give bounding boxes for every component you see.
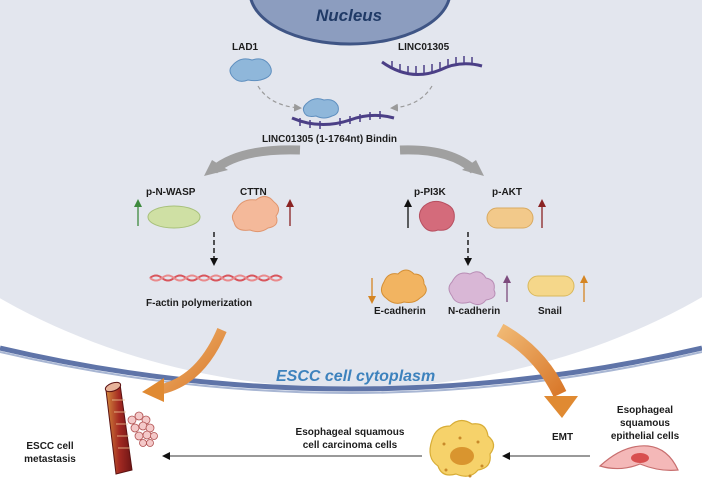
cttn-protein	[231, 196, 280, 233]
blood-vessel	[104, 381, 133, 475]
snail-label: Snail	[538, 306, 562, 317]
metastatic-cell-cluster	[127, 411, 158, 447]
pnwasp-protein	[147, 205, 201, 229]
lad1-linc-complex	[291, 98, 395, 129]
factin-filament	[149, 274, 283, 282]
cell-membrane	[0, 345, 702, 392]
pi3k-protein	[418, 200, 455, 232]
binding-label: LINC01305 (1-1764nt) Bindin	[262, 134, 398, 145]
carcinoma-label: Esophageal squamous cell carcinoma cells	[295, 427, 405, 451]
lad1-protein	[229, 58, 272, 82]
pi3k-label: p-PI3K	[414, 187, 446, 198]
nucleus	[249, 0, 451, 46]
ecadherin-label: E-cadherin	[374, 306, 426, 317]
linc-binding-arrow	[390, 85, 433, 112]
factin-label: F-actin polymerization	[146, 298, 253, 309]
lad1-binding-arrow	[257, 85, 302, 112]
ncadherin-to-emt-arrow	[496, 323, 567, 398]
cttn-label: CTTN	[240, 187, 267, 198]
snail-protein	[527, 275, 575, 297]
linc01305-label: LINC01305	[398, 42, 450, 53]
cytoplasm-label: ESCC cell cytoplasm	[276, 368, 436, 385]
emt-label: EMT	[552, 432, 574, 443]
ncadherin-protein	[448, 271, 496, 306]
akt-label: p-AKT	[492, 187, 522, 198]
pnwasp-label: p-N-WASP	[146, 187, 196, 198]
metastasis-label: ESCC cell metastasis	[24, 441, 76, 465]
ncadherin-label: N-cadherin	[448, 306, 501, 317]
akt-protein	[486, 207, 534, 229]
epithelial-label: Esophageal squamous epithelial cells	[610, 405, 680, 442]
lad1-label: LAD1	[232, 42, 259, 53]
cytoplasm-region	[0, 0, 702, 388]
factin-to-metastasis-arrow	[156, 328, 227, 395]
linc01305-rna	[381, 56, 483, 76]
nucleus-label: Nucleus	[316, 6, 383, 25]
ecadherin-protein	[380, 269, 427, 304]
